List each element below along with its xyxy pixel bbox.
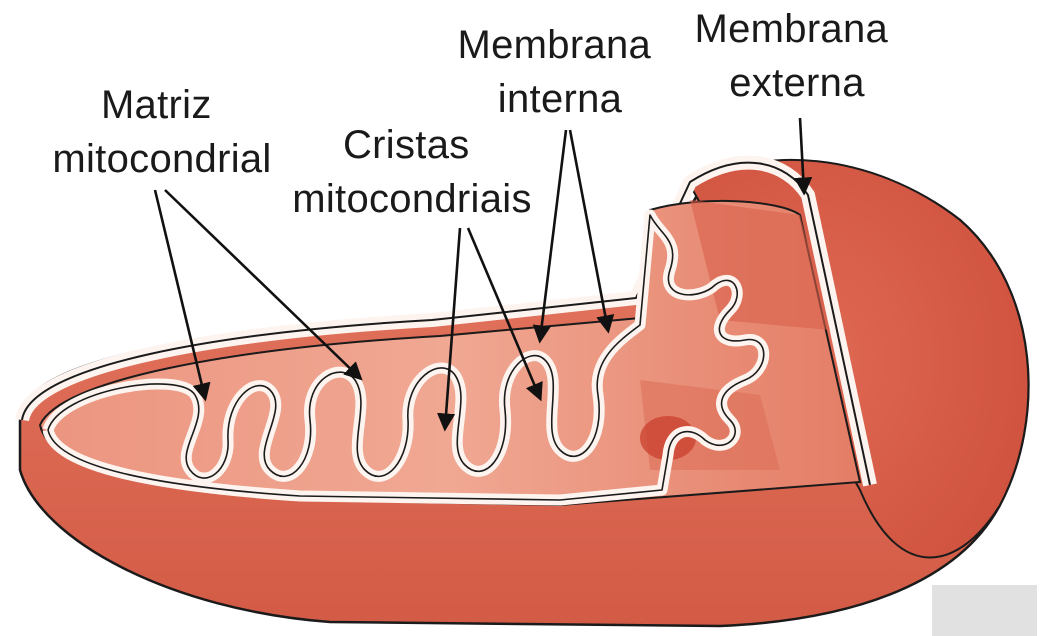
label-matriz: Matriz mitocondrial [52,83,271,181]
corner-texture [932,585,1037,636]
label-membrana-externa: Membrana externa [694,7,899,105]
label-cristas: Cristas mitocondriais [292,123,532,221]
label-membrana-interna: Membrana interna [457,23,662,121]
